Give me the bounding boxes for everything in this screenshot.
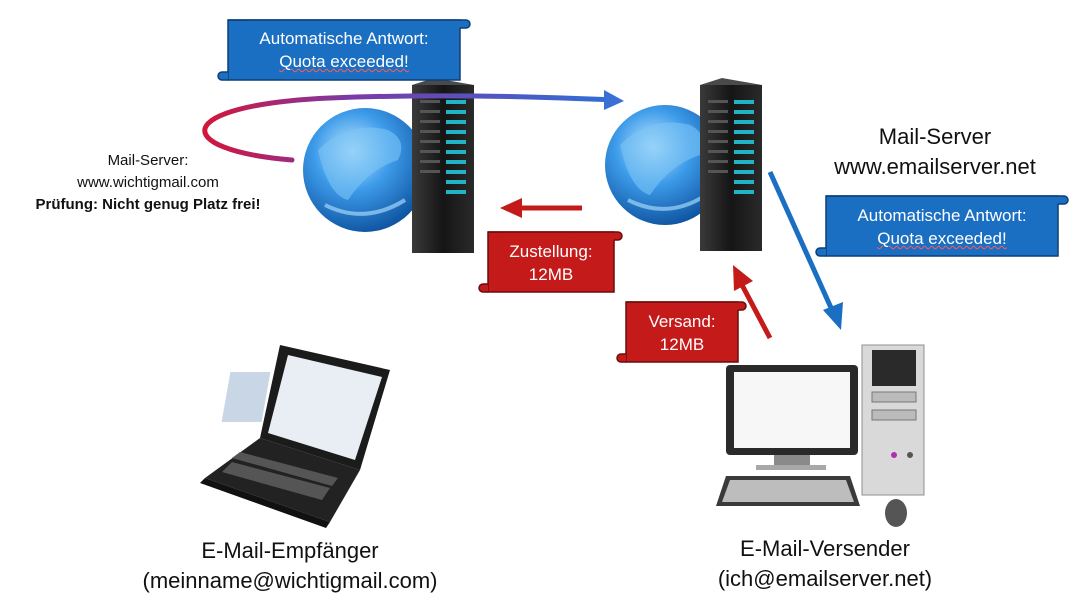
banner-send-line1: Versand: — [648, 312, 716, 331]
right-server-icon — [605, 78, 762, 251]
banner-delivery-line2: 12MB — [528, 265, 574, 284]
delivery-arrow — [500, 198, 582, 218]
banner-send-text: Versand: 12MB — [626, 310, 738, 356]
banner-delivery-text: Zustellung: 12MB — [488, 240, 614, 286]
sender-label-line2: (ich@emailserver.net) — [717, 566, 933, 591]
bounce-arc-arrow — [202, 93, 618, 163]
left-server-label: Mail-Server: www.wichtigmail.com Prüfung… — [28, 150, 268, 216]
banner-right-text: Automatische Antwort: Quota exceeded! — [826, 204, 1058, 250]
banner-send — [616, 301, 747, 363]
left-server-icon — [303, 78, 474, 253]
right-server-label-line1: Mail-Server — [878, 124, 992, 149]
bounce-back-arrow — [767, 170, 843, 330]
banner-right-line2: Quota exceeded! — [877, 229, 1007, 248]
sender-label-line1: E-Mail-Versender — [740, 536, 910, 561]
banner-top-line1: Automatische Antwort: — [259, 29, 429, 48]
left-server-label-line2: www.wichtigmail.com — [77, 174, 219, 191]
banner-right — [815, 195, 1069, 257]
right-server-label-line2: www.emailserver.net — [834, 154, 1036, 179]
bounce-arc-arrowhead — [604, 90, 624, 110]
receiver-label-line1: E-Mail-Empfänger — [201, 538, 379, 563]
receiver-label-line2: (meinname@wichtigmail.com) — [142, 568, 438, 593]
sender-label: E-Mail-Versender (ich@emailserver.net) — [640, 534, 1010, 594]
banner-top-line2: Quota exceeded! — [279, 52, 409, 71]
banner-right-line1: Automatische Antwort: — [857, 206, 1027, 225]
banner-delivery-line1: Zustellung: — [509, 242, 593, 261]
banner-top-text: Automatische Antwort: Quota exceeded! — [228, 27, 460, 73]
banner-send-line2: 12MB — [659, 335, 705, 354]
banner-top — [217, 19, 471, 81]
receiver-label: E-Mail-Empfänger (meinname@wichtigmail.c… — [90, 536, 490, 596]
left-server-label-line3: Prüfung: Nicht genug Platz frei! — [35, 196, 261, 213]
laptop-icon — [200, 345, 390, 528]
desktop-pc-icon — [716, 344, 925, 527]
send-arrow — [733, 265, 773, 340]
right-server-label: Mail-Server www.emailserver.net — [810, 122, 1060, 182]
left-server-label-line1: Mail-Server: — [107, 152, 189, 169]
banner-delivery — [478, 231, 623, 293]
